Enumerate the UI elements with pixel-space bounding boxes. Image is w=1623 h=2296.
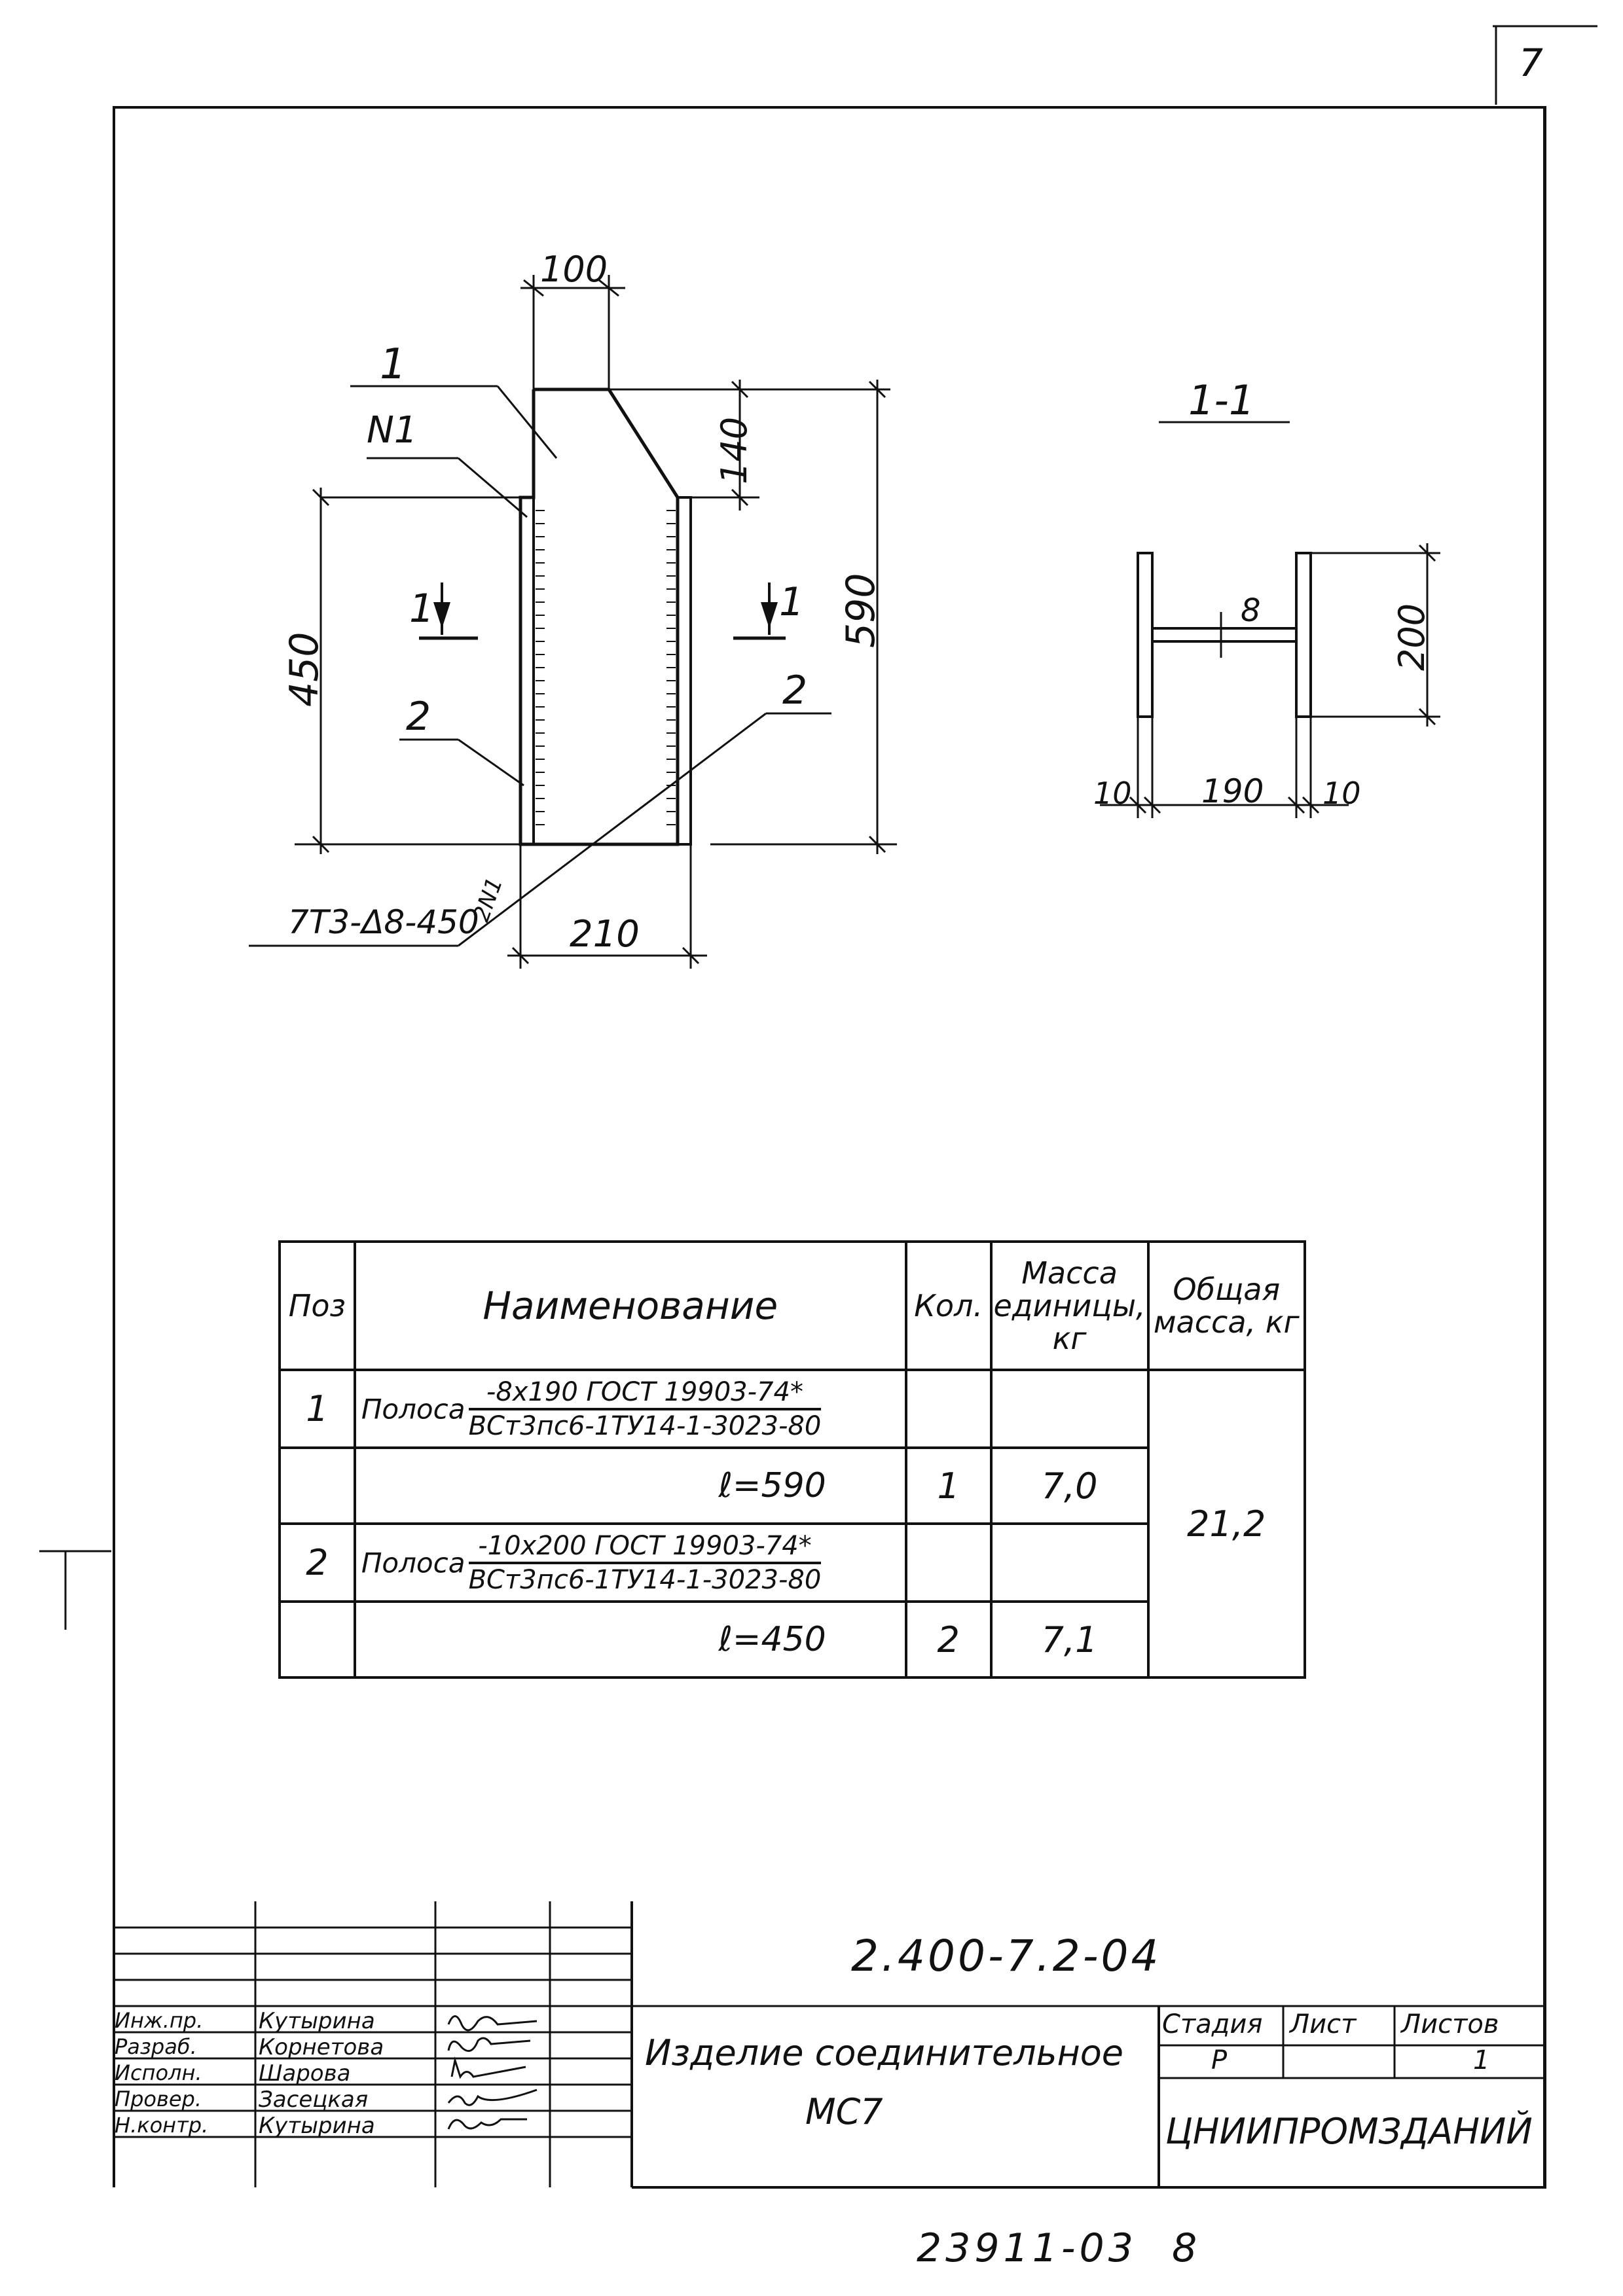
row4-unit-mass: 7,1 (989, 1600, 1150, 1679)
dim-section-web: 8 (1241, 592, 1261, 629)
header-unit-mass: Масса единицы, кг (989, 1240, 1150, 1372)
product-mark: МС7 (805, 2091, 883, 2132)
row3-label: Полоса (361, 1547, 465, 1579)
header-name: Наименование (353, 1240, 907, 1372)
name-1: Кутырина (259, 2008, 375, 2034)
row2-length: ℓ=590 (353, 1446, 907, 1526)
part-front-view (519, 387, 692, 846)
doc-code: 2.400-7.2-04 (851, 1931, 1161, 1981)
dim-base-width: 210 (570, 913, 640, 956)
dim-section-flange-right: 10 (1322, 776, 1361, 811)
row1-pos: 1 (278, 1369, 356, 1450)
row3-profile: -10х200 ГОСТ 19903-74* (468, 1530, 822, 1564)
table-row: ℓ=590 1 7,0 (278, 1446, 1305, 1526)
table-row: 2 Полоса -10х200 ГОСТ 19903-74* ВСт3пс6-… (278, 1522, 1305, 1604)
section-title: 1-1 (1188, 376, 1255, 424)
name-4: Засецкая (259, 2087, 369, 2113)
table-row: 1 Полоса -8х190 ГОСТ 19903-74* ВСт3пс6-1… (278, 1369, 1307, 1679)
dim-section-height: 200 (1391, 603, 1432, 671)
callout-pos1: 1 (380, 340, 407, 389)
row1-fraction: -8х190 ГОСТ 19903-74* ВСт3пс6-1ТУ14-1-30… (468, 1376, 822, 1442)
drawing-frame (113, 106, 1546, 2187)
row3-material: ВСт3пс6-1ТУ14-1-3023-80 (468, 1564, 822, 1595)
sheets-label: Листов (1401, 2009, 1499, 2039)
row1-material: ВСт3пс6-1ТУ14-1-3023-80 (468, 1410, 822, 1441)
row4-qty: 2 (904, 1600, 993, 1679)
name-2: Корнетова (259, 2034, 384, 2060)
sheet-label: Лист (1290, 2009, 1357, 2039)
row2-qty: 1 (904, 1446, 993, 1526)
role-4: Провер. (115, 2087, 202, 2111)
dim-section-inner: 190 (1201, 772, 1264, 810)
row3-name: Полоса -10х200 ГОСТ 19903-74* ВСт3пс6-1Т… (353, 1522, 907, 1604)
header-pos: Поз (278, 1240, 356, 1372)
callout-pos2-right: 2 (782, 668, 808, 713)
table-header-row: Поз Наименование Кол. Масса единицы, кг … (278, 1240, 1307, 1372)
header-qty: Кол. (904, 1240, 993, 1372)
product-name: Изделие соединительное (645, 2032, 1124, 2073)
role-2: Разраб. (115, 2034, 197, 2059)
dim-total-height: 590 (838, 573, 884, 648)
organization: ЦНИИПРОМЗДАНИЙ (1165, 2111, 1533, 2152)
stage-label: Стадия (1162, 2009, 1263, 2039)
footer-page: 8 (1172, 2225, 1197, 2271)
dim-section-flange-left: 10 (1093, 776, 1132, 811)
dim-plate-height: 450 (282, 632, 327, 707)
total-mass: 21,2 (1146, 1369, 1307, 1679)
footer-code: 23911-03 (917, 2225, 1137, 2271)
name-5: Кутырина (259, 2113, 375, 2139)
title-block-grid (113, 1901, 1546, 2189)
header-total-mass: Общая масса, кг (1146, 1240, 1307, 1372)
row1-profile: -8х190 ГОСТ 19903-74* (468, 1376, 822, 1410)
row2-unit-mass: 7,0 (989, 1446, 1150, 1526)
dim-slope-height: 140 (714, 416, 755, 484)
name-3: Шарова (259, 2060, 351, 2087)
row1-name: Полоса -8х190 ГОСТ 19903-74* ВСт3пс6-1ТУ… (353, 1369, 907, 1450)
row1-label: Полоса (361, 1393, 465, 1426)
section-mark-right: 1 (779, 579, 805, 625)
section-mark-left: 1 (409, 586, 435, 632)
role-3: Исполн. (115, 2060, 202, 2085)
callout-n1: N1 (367, 409, 418, 452)
section-1-1-view (1137, 552, 1312, 718)
stage-value: Р (1211, 2045, 1228, 2075)
table-row: ℓ=450 2 7,1 (278, 1600, 1305, 1679)
sheet-number: 7 (1519, 41, 1543, 85)
weld-note: 7Т3-Δ8-450 (288, 903, 479, 941)
role-1: Инж.пр. (115, 2008, 204, 2033)
specification-table: Поз Наименование Кол. Масса единицы, кг … (278, 1240, 1307, 1679)
row4-length: ℓ=450 (353, 1600, 907, 1679)
callout-pos2-left: 2 (406, 694, 431, 740)
sheets-total: 1 (1473, 2045, 1490, 2075)
row3-fraction: -10х200 ГОСТ 19903-74* ВСт3пс6-1ТУ14-1-3… (468, 1530, 822, 1596)
role-5: Н.контр. (115, 2113, 209, 2138)
signatures (447, 2015, 538, 2130)
row3-pos: 2 (278, 1522, 356, 1604)
dim-top-width: 100 (540, 249, 608, 290)
